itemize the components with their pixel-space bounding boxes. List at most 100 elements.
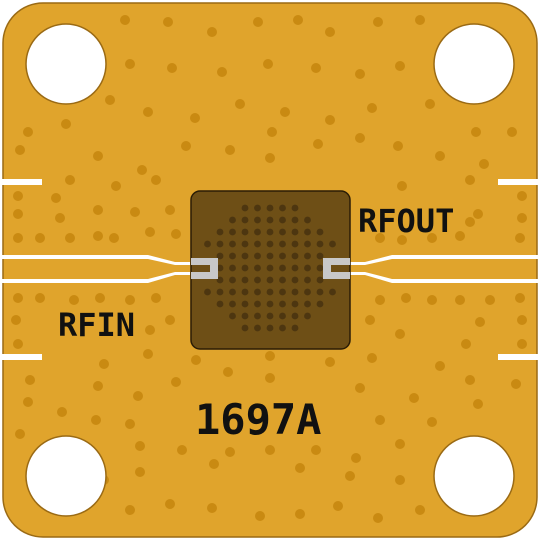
chip-via xyxy=(304,288,311,296)
chip-via xyxy=(329,288,336,296)
ground-via xyxy=(355,133,365,143)
ground-via xyxy=(133,391,143,401)
rf-traces xyxy=(0,179,540,360)
chip-via xyxy=(241,240,249,248)
ground-via xyxy=(93,381,103,391)
edge-clearance-top-left xyxy=(0,179,42,185)
ground-via xyxy=(95,293,105,303)
chip-via xyxy=(241,264,249,272)
chip-via xyxy=(229,216,236,224)
ground-via xyxy=(333,501,343,511)
chip-via xyxy=(266,288,274,296)
ground-via xyxy=(373,513,383,523)
ground-via xyxy=(311,63,321,73)
ground-via xyxy=(207,503,217,513)
chip-via xyxy=(266,312,274,320)
chip-via xyxy=(216,240,224,248)
mounting-holes xyxy=(25,23,515,517)
chip-via xyxy=(241,324,249,332)
chip-via xyxy=(216,300,224,308)
chip-via xyxy=(266,252,274,260)
ground-via xyxy=(471,127,481,137)
chip-via xyxy=(241,312,249,320)
ground-via xyxy=(143,107,153,117)
chip-via xyxy=(229,228,236,236)
chip-via xyxy=(266,300,274,308)
ground-via xyxy=(111,181,121,191)
chip-via xyxy=(216,264,224,272)
ground-via xyxy=(65,233,75,243)
ground-via xyxy=(517,339,527,349)
ground-via xyxy=(455,231,465,241)
rf-output-trace-lower-gap xyxy=(350,272,540,283)
chip-via xyxy=(316,276,324,284)
ground-via xyxy=(253,17,263,27)
chip-via xyxy=(241,204,249,212)
chip-via xyxy=(291,276,299,284)
ground-via-field xyxy=(11,15,527,523)
chip-via xyxy=(241,276,249,284)
ground-via xyxy=(125,59,135,69)
chip-rf-output-pad xyxy=(323,258,350,279)
ground-via xyxy=(265,445,275,455)
ground-via xyxy=(13,191,23,201)
ground-via xyxy=(397,181,407,191)
ground-via xyxy=(225,145,235,155)
chip-via xyxy=(304,264,311,272)
ground-via xyxy=(163,17,173,27)
ground-via xyxy=(311,445,321,455)
ground-via xyxy=(515,233,525,243)
rf-output-trace-upper-gap xyxy=(350,255,540,265)
ground-via xyxy=(397,235,407,245)
chip-via xyxy=(279,300,286,308)
chip-via xyxy=(254,216,261,224)
chip-via xyxy=(229,264,236,272)
ground-via xyxy=(120,15,130,25)
ground-via xyxy=(365,315,375,325)
mounting-hole-bottom-right xyxy=(433,435,515,517)
chip-via xyxy=(316,240,324,248)
ground-via xyxy=(51,193,61,203)
chip-via xyxy=(254,240,261,248)
ground-via xyxy=(171,377,181,387)
ground-via xyxy=(355,383,365,393)
ground-via xyxy=(191,355,201,365)
chip-via xyxy=(241,300,249,308)
ground-via xyxy=(455,295,465,305)
chip-via xyxy=(216,252,224,260)
chip-via xyxy=(204,288,211,296)
chip-via xyxy=(304,216,311,224)
chip-via xyxy=(304,300,311,308)
ground-via xyxy=(435,361,445,371)
chip-via xyxy=(304,228,311,236)
chip-rf-input-pad xyxy=(191,258,218,279)
ground-via xyxy=(23,127,33,137)
ground-via xyxy=(375,295,385,305)
ground-via xyxy=(507,127,517,137)
ground-via xyxy=(479,159,489,169)
ground-via xyxy=(367,353,377,363)
edge-clearance-top-right xyxy=(498,179,540,185)
ground-via xyxy=(15,145,25,155)
ground-via xyxy=(395,329,405,339)
chip-via xyxy=(291,252,299,260)
chip-via xyxy=(291,300,299,308)
ground-via xyxy=(13,209,23,219)
chip-via xyxy=(329,240,336,248)
ground-via xyxy=(475,317,485,327)
ground-via xyxy=(13,339,23,349)
edge-clearance-bottom-right xyxy=(498,354,540,360)
chip-via xyxy=(266,216,274,224)
ground-via xyxy=(13,233,23,243)
ground-via xyxy=(355,69,365,79)
ground-via xyxy=(151,175,161,185)
ground-via xyxy=(93,205,103,215)
ground-via xyxy=(167,63,177,73)
chip-via xyxy=(304,240,311,248)
chip-via xyxy=(254,204,261,212)
chip-via xyxy=(304,252,311,260)
ground-via xyxy=(165,205,175,215)
ground-via xyxy=(351,453,361,463)
rf-input-trace-lower-gap xyxy=(0,272,190,283)
ground-via xyxy=(137,165,147,175)
